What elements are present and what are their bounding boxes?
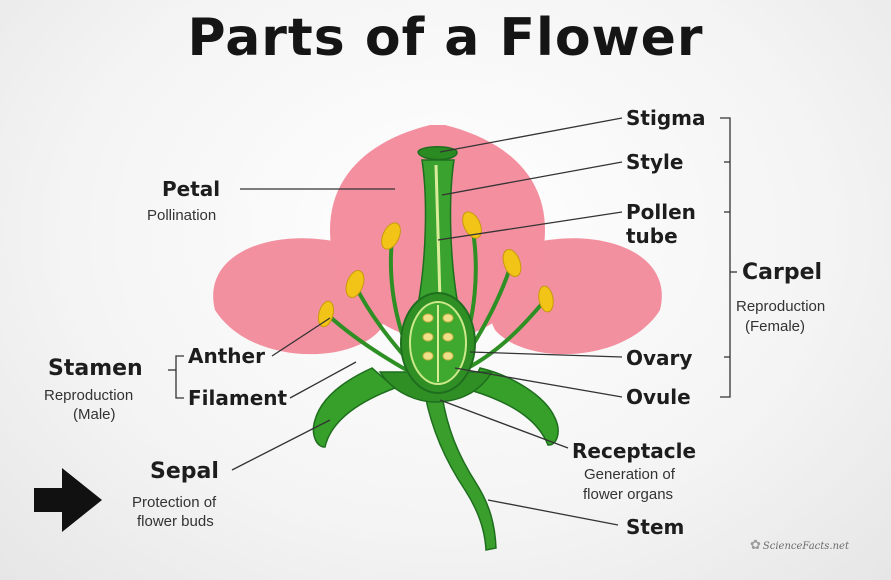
label-ovary: Ovary (626, 346, 693, 370)
anthers (317, 211, 554, 328)
label-filament: Filament (188, 386, 288, 410)
sciencefacts-logo: ✿ScienceFacts.net (750, 538, 849, 553)
petal-sub: Pollination (147, 207, 217, 224)
stem-shape (424, 394, 497, 551)
right-arrow-icon (34, 468, 102, 532)
stem-and-sepals (312, 367, 559, 551)
label-ovule: Ovule (626, 385, 691, 409)
label-anther: Anther (188, 344, 265, 368)
label-sepal: Sepal (150, 459, 219, 484)
leader-lines (168, 117, 737, 526)
carpel-sub-line1: Reproduction (736, 298, 826, 315)
label-stamen: Stamen (48, 356, 143, 381)
label-carpel: Carpel (742, 260, 823, 285)
sepal-sub-line1: Protection of (132, 494, 217, 511)
stamen-sub-line1: Reproduction (44, 387, 134, 404)
label-receptacle: Receptacle (572, 439, 697, 463)
sepal-sub-line2: flower buds (137, 513, 214, 530)
page-title: Parts of a Flower (187, 8, 704, 68)
sepal-right-shape (468, 367, 559, 446)
sepal-left-shape (312, 367, 397, 448)
label-petal: Petal (162, 177, 221, 201)
receptacle-sub-line2: flower organs (583, 486, 674, 503)
sciencefacts-logo-icon: ✿ (750, 538, 761, 553)
label-pollen-tube-line2: tube (626, 224, 678, 248)
label-style: Style (626, 150, 684, 174)
logo-text: ScienceFacts.net (762, 541, 849, 552)
label-stem: Stem (626, 515, 685, 539)
stigma-shape (417, 146, 458, 161)
stamen-sub-line2: (Male) (73, 406, 116, 423)
receptacle-sub-line1: Generation of (584, 466, 675, 483)
label-stigma: Stigma (626, 106, 706, 130)
ovules (422, 313, 454, 361)
carpel-sub-line2: (Female) (745, 318, 806, 335)
label-pollen-tube-line1: Pollen (626, 200, 696, 224)
pollen-tube-shape (434, 164, 442, 301)
